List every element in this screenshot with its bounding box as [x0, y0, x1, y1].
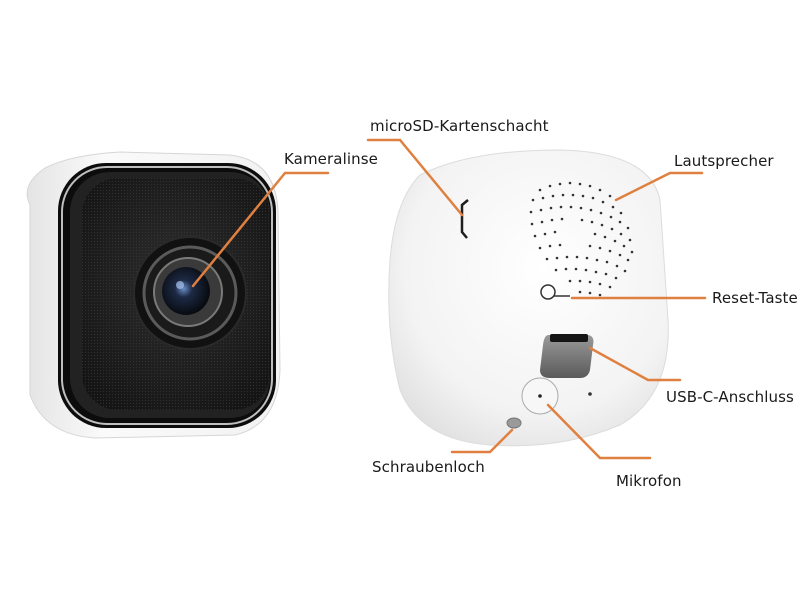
- label-lautsprecher: Lautsprecher: [674, 152, 774, 170]
- callout-usbc: [588, 346, 682, 382]
- callout-kameralinse: [191, 171, 330, 288]
- front-camera-view: [26, 151, 281, 439]
- callout-lautsprecher: [614, 171, 704, 202]
- back-camera-view: [388, 149, 669, 447]
- label-microsd-kartenschacht: microSD-Kartenschacht: [370, 117, 549, 135]
- callout-microsd: [366, 138, 464, 217]
- label-schraubenloch: Schraubenloch: [372, 458, 485, 476]
- callout-mikrofon: [546, 403, 652, 460]
- speaker-grille: [529, 181, 634, 297]
- label-kameralinse: Kameralinse: [284, 150, 378, 168]
- label-reset-taste: Reset-Taste: [712, 289, 798, 307]
- callout-schraubenloch: [450, 428, 514, 454]
- label-usb-c-anschluss: USB-C-Anschluss: [666, 388, 794, 406]
- callout-lines: [191, 138, 707, 460]
- label-mikrofon: Mikrofon: [616, 472, 682, 490]
